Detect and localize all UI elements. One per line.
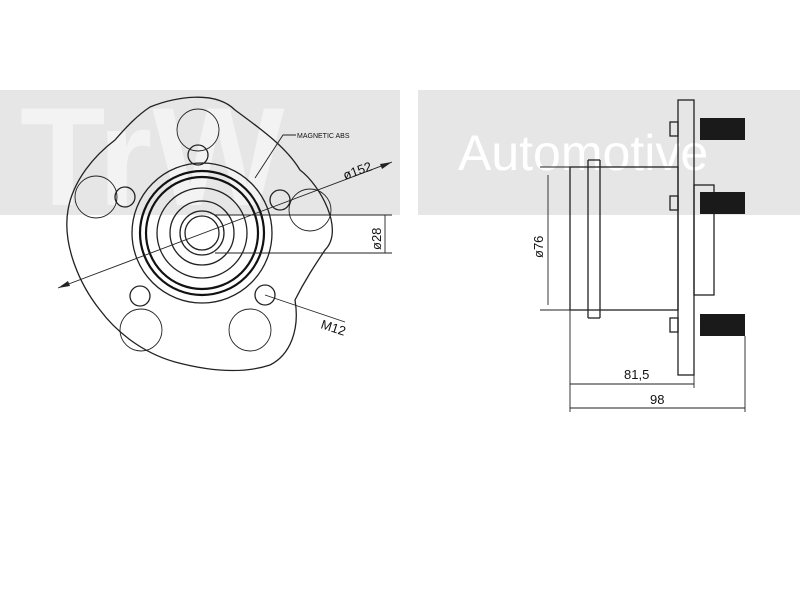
stud-middle	[700, 192, 745, 214]
bolt-hole-top	[187, 144, 209, 166]
front-view: ø152 MAGNETIC ABS ø28 M12	[57, 96, 393, 372]
dim-line-flange-diameter	[57, 161, 393, 289]
dim-length-total: 98	[650, 392, 664, 407]
side-view: ø76 81,5 98	[531, 99, 746, 412]
lobe-ring-bottom-left	[119, 308, 163, 352]
lobe-ring-top	[176, 108, 220, 152]
lobe-ring-right	[288, 188, 332, 232]
dim-arrow-right	[380, 162, 392, 169]
lobe-ring-left	[74, 175, 118, 219]
bolt-hole-bottom-left	[129, 285, 151, 307]
stud-bottom	[700, 314, 745, 336]
stud-head-middle	[669, 195, 679, 211]
flange-outline	[66, 96, 333, 372]
dim-hub-diameter: ø76	[531, 236, 546, 258]
watermark-brand: Automotive	[458, 125, 708, 181]
stud-head-bottom	[669, 317, 679, 333]
dim-thread: M12	[319, 317, 348, 339]
watermark-logo: TrW	[20, 78, 284, 235]
stud-top	[700, 118, 745, 140]
label-magnetic-abs: MAGNETIC ABS	[297, 133, 350, 140]
spline-bore-inner	[184, 215, 220, 251]
flange-neck	[693, 184, 715, 296]
abs-ring-inner	[144, 175, 260, 291]
bearing-ring	[156, 187, 248, 279]
abs-ring-outer	[138, 169, 266, 297]
leader-thread	[264, 294, 346, 323]
leader-magnetic-abs	[254, 134, 296, 179]
dim-arrow-left	[58, 281, 70, 288]
spline-bore-outer	[179, 210, 225, 256]
watermark-band-left	[0, 90, 400, 215]
bolt-hole-left	[114, 186, 136, 208]
lobe-ring-bottom-right	[228, 308, 272, 352]
stud-head-top	[669, 121, 679, 137]
hub-outer-ring	[131, 162, 273, 304]
dim-bore-diameter: ø28	[369, 228, 384, 250]
dim-length-inner: 81,5	[624, 367, 649, 382]
bolt-hole-bottom-right	[254, 284, 276, 306]
hub-inner-ring	[169, 200, 235, 266]
watermark: TrW Automotive	[0, 78, 800, 235]
